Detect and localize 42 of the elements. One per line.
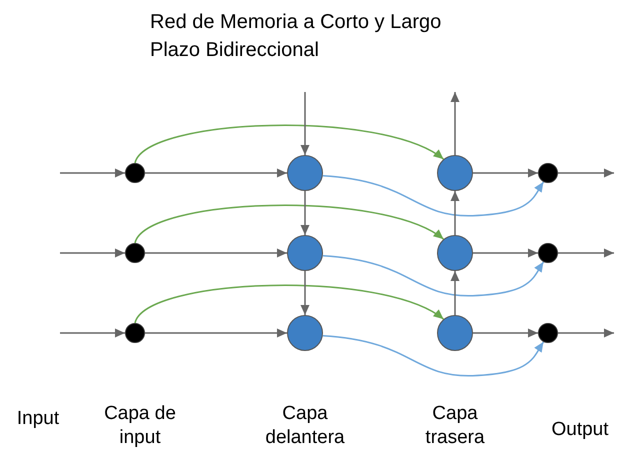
- arrow: [134, 204, 444, 244]
- layer-label: Capa de input: [103, 402, 177, 450]
- arrow: [473, 168, 538, 178]
- dot: [538, 163, 558, 183]
- arrow: [300, 191, 310, 235]
- layer-label: Output: [550, 418, 610, 442]
- arrow: [450, 271, 460, 315]
- layer-label: Capa delantera: [264, 402, 346, 450]
- arrow: [450, 92, 460, 155]
- arrow: [145, 248, 287, 258]
- arrow: [134, 124, 444, 164]
- dot: [125, 163, 145, 183]
- arrow: [300, 92, 310, 155]
- arrow: [558, 168, 614, 178]
- arrow: [60, 168, 125, 178]
- arrow: [473, 328, 538, 338]
- arrow: [473, 248, 538, 258]
- lstm-cell-circle: [287, 155, 323, 191]
- arrow: [60, 328, 125, 338]
- lstm-cell-circle: [437, 315, 473, 351]
- arrow: [300, 271, 310, 315]
- arrow: [558, 328, 614, 338]
- lstm-cell-circle: [287, 235, 323, 271]
- lstm-cell-circle: [437, 155, 473, 191]
- layer-label: Input: [16, 407, 60, 431]
- dot: [125, 243, 145, 263]
- arrow: [134, 284, 444, 324]
- arrow: [322, 174, 544, 216]
- arrow: [558, 248, 614, 258]
- arrow: [450, 191, 460, 235]
- diagram-title: Red de Memoria a Corto y Largo Plazo Bidireccional: [150, 10, 442, 63]
- dot: [538, 323, 558, 343]
- arrow: [145, 168, 287, 178]
- lstm-cell-circle: [287, 315, 323, 351]
- dot: [538, 243, 558, 263]
- dot: [125, 323, 145, 343]
- arrow: [322, 254, 544, 296]
- arrow: [60, 248, 125, 258]
- arrow: [145, 328, 287, 338]
- arrow: [322, 334, 544, 376]
- layer-label: Capa trasera: [424, 402, 486, 450]
- lstm-cell-circle: [437, 235, 473, 271]
